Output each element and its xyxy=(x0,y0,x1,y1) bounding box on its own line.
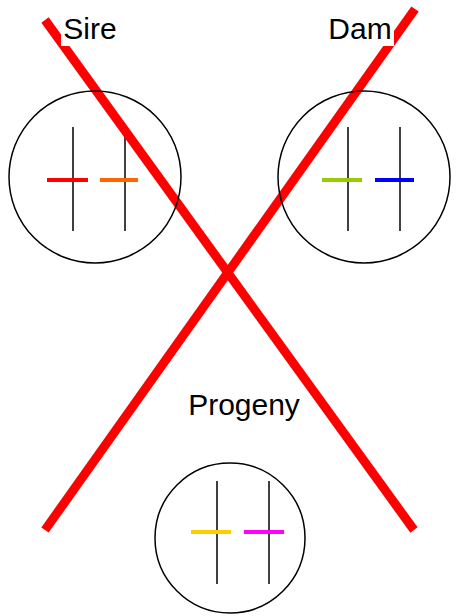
cell-label: Sire xyxy=(61,12,118,46)
cell-label: Progeny xyxy=(186,388,302,422)
cell-circle: Sire xyxy=(8,12,182,264)
cell-label: Dam xyxy=(326,12,393,46)
cell-circle: Dam xyxy=(277,12,451,264)
chromosomes xyxy=(73,127,400,584)
cell-outline xyxy=(277,12,451,264)
cell-outline xyxy=(8,12,182,264)
alleles xyxy=(47,180,414,532)
cell-circle: Progeny xyxy=(154,388,306,614)
cross-mark xyxy=(45,9,415,530)
